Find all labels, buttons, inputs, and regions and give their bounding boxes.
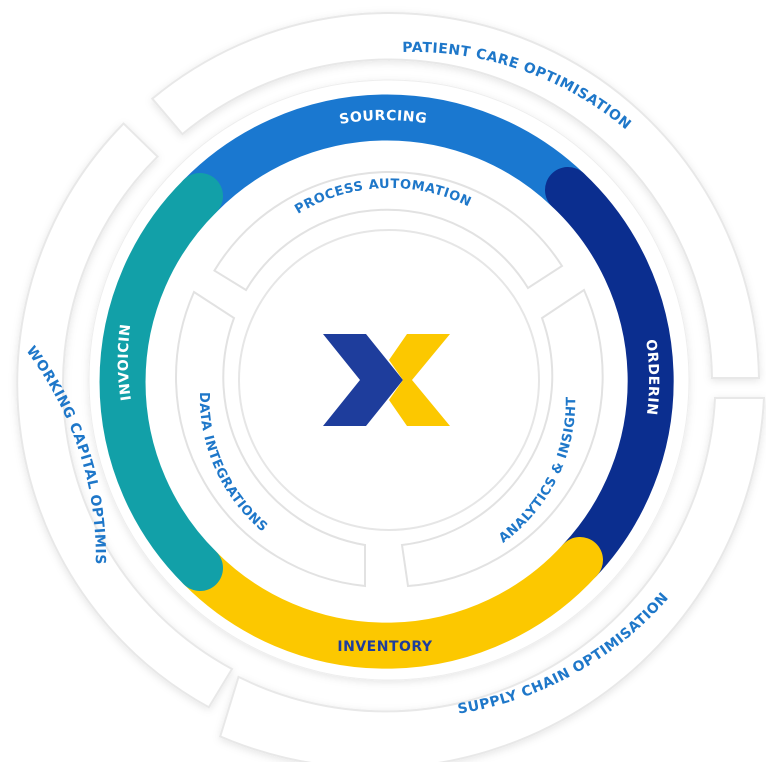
invoicing-segment[interactable] bbox=[99, 173, 223, 591]
supply-chain-panel bbox=[218, 397, 766, 762]
patient-care-panel bbox=[150, 12, 761, 379]
inventory-label: INVENTORY bbox=[337, 639, 433, 655]
process-automation-panel bbox=[213, 171, 564, 292]
sourcing-label: SOURCING bbox=[338, 108, 428, 128]
data-integrations-panel bbox=[175, 290, 366, 588]
inventory-segment[interactable] bbox=[177, 537, 603, 669]
analytics-panel bbox=[400, 288, 604, 588]
X-logo-icon bbox=[323, 334, 450, 426]
sourcing-segment[interactable] bbox=[177, 94, 591, 219]
working-capital-panel bbox=[16, 122, 234, 709]
ordering-segment[interactable] bbox=[545, 167, 674, 583]
